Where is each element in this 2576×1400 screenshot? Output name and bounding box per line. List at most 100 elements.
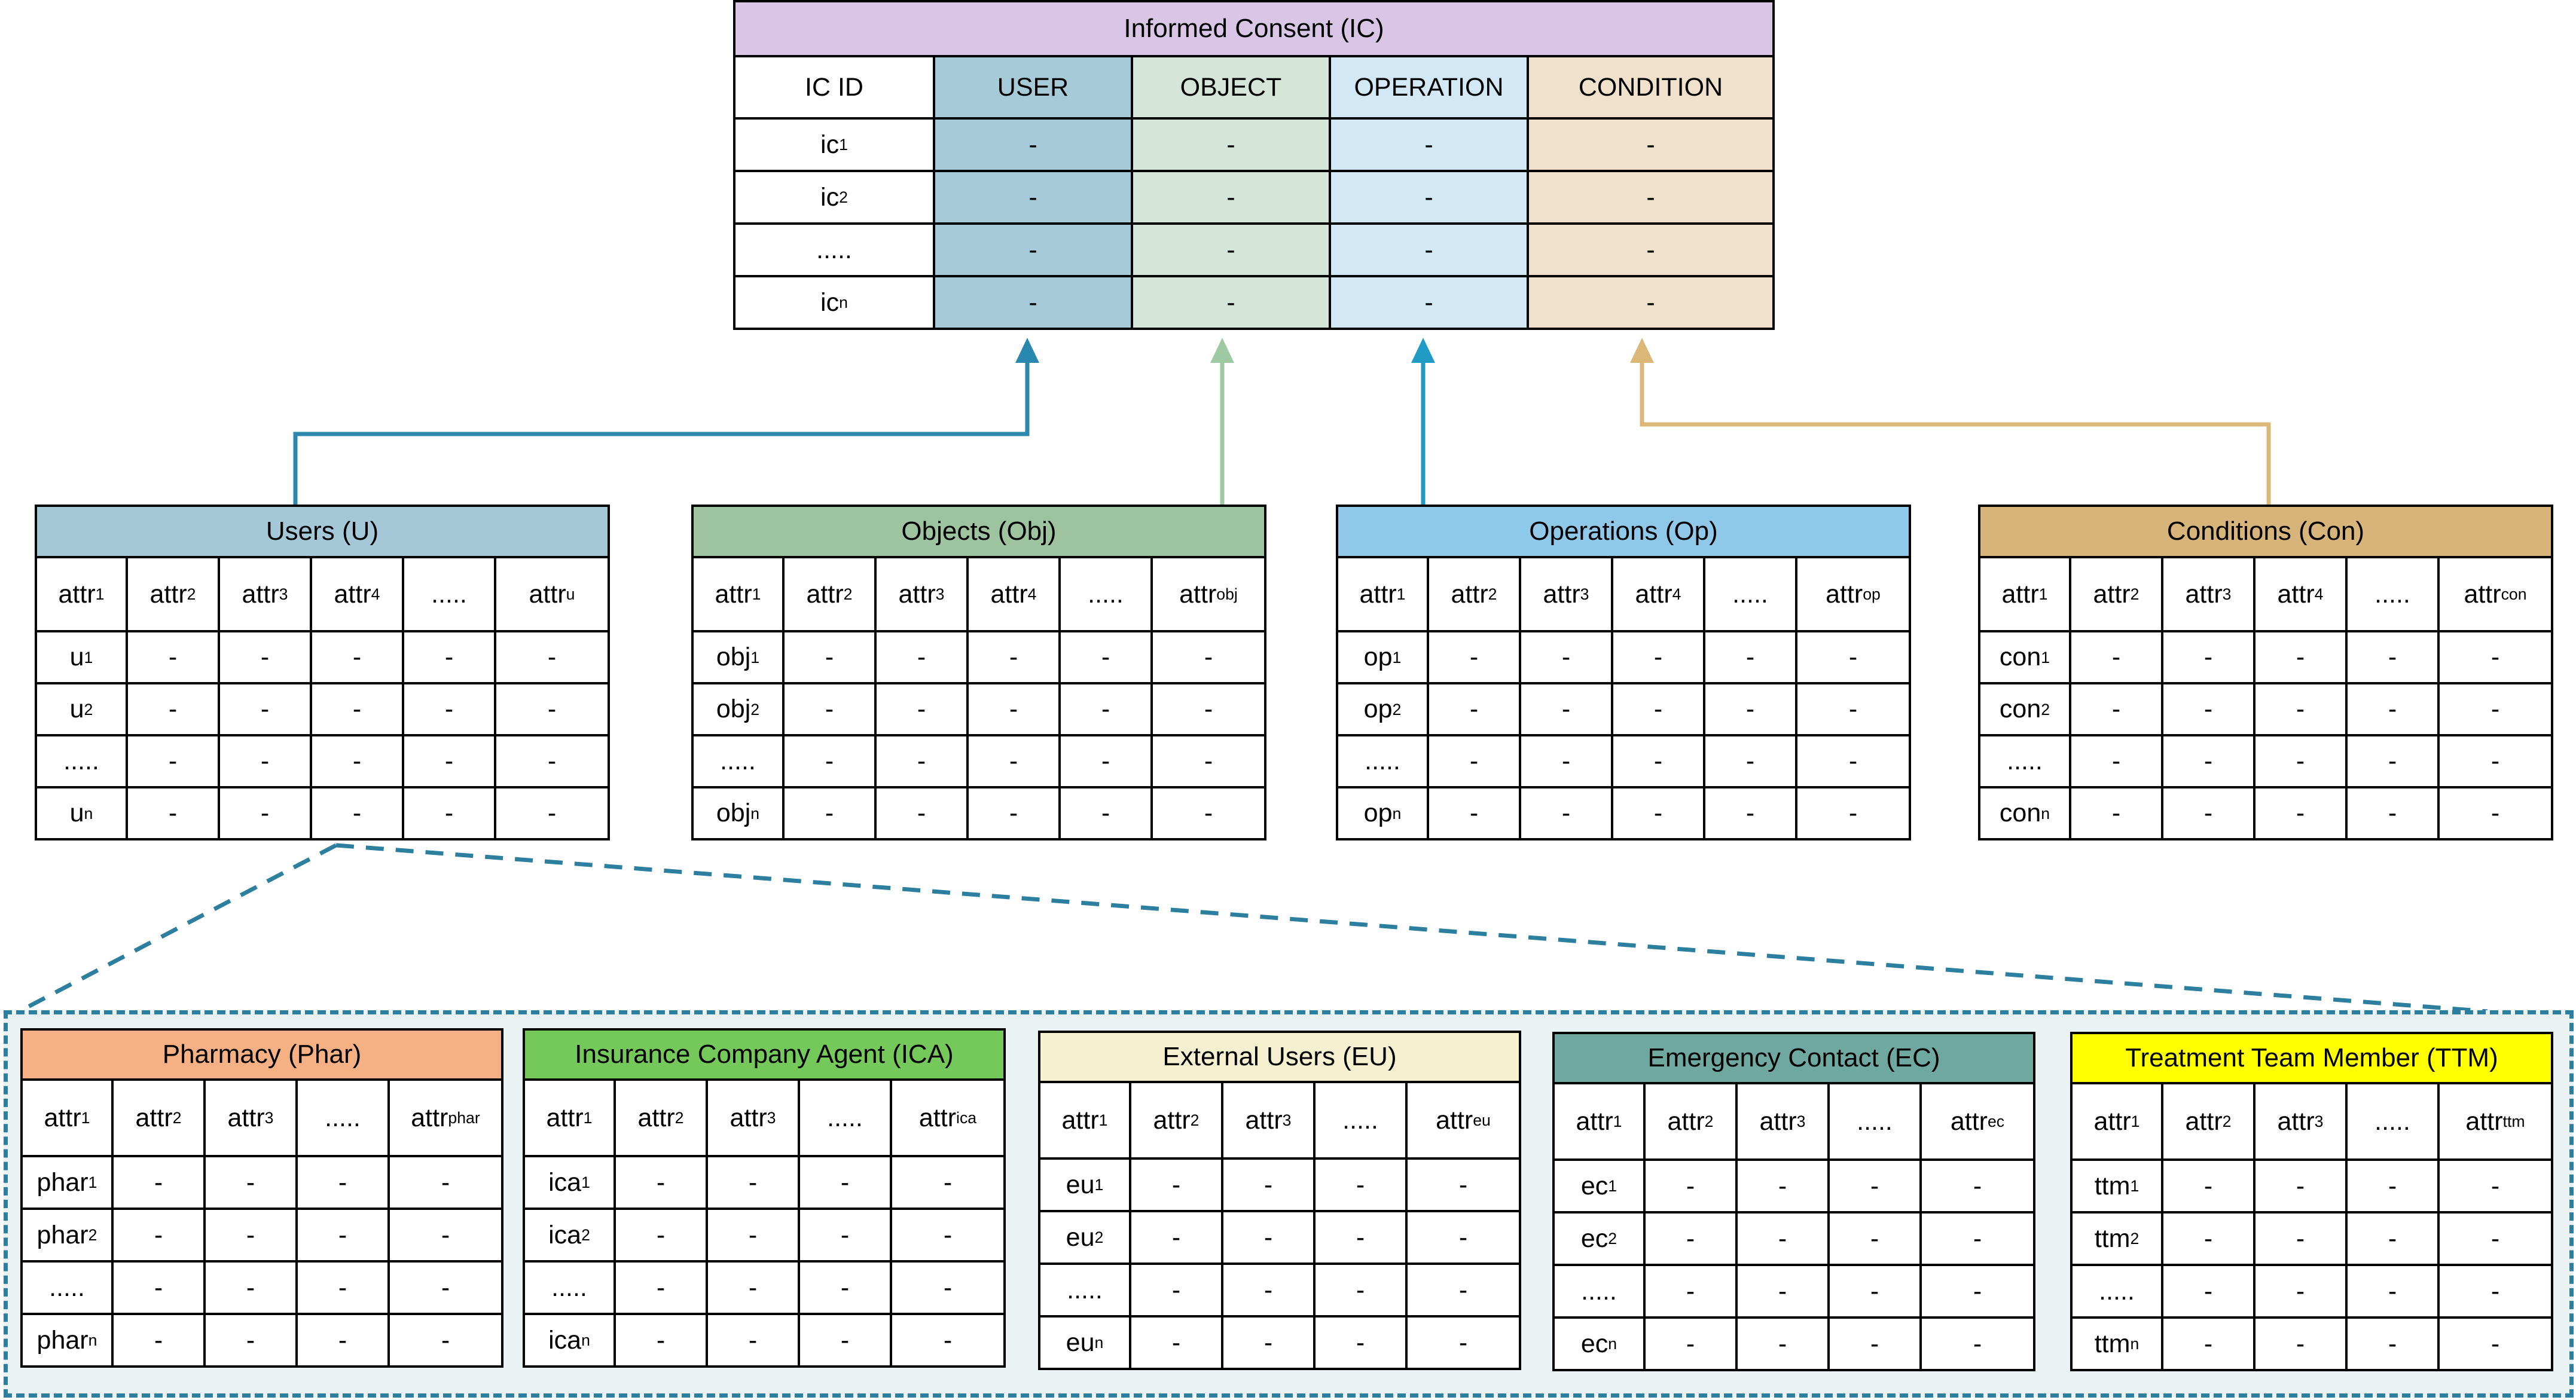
zoom-line-left bbox=[18, 843, 337, 1014]
cell-text: u bbox=[69, 695, 84, 723]
cell-text: attr bbox=[1950, 1106, 1988, 1136]
cell-text: attr bbox=[2464, 579, 2501, 609]
value-cell: - bbox=[1830, 1319, 1922, 1371]
cell-text: attr bbox=[990, 579, 1028, 609]
cell-text: attr bbox=[1635, 579, 1672, 609]
value-cell: - bbox=[1429, 736, 1521, 788]
ttm-table-title: Treatment Team Member (TTM) bbox=[2073, 1034, 2553, 1084]
value-cell: - bbox=[404, 632, 496, 684]
value-cell: - bbox=[1613, 788, 1705, 840]
cell-text: attr bbox=[1436, 1105, 1473, 1135]
cell-text: ..... bbox=[325, 1103, 361, 1132]
value-cell: - bbox=[1061, 684, 1153, 736]
value-cell: - bbox=[2348, 1161, 2440, 1213]
ic-value-cell: - bbox=[1529, 277, 1775, 330]
value-cell: - bbox=[404, 736, 496, 788]
value-cell: - bbox=[114, 1315, 206, 1368]
value-cell: - bbox=[496, 632, 610, 684]
value-cell: - bbox=[1408, 1160, 1521, 1212]
value-cell: - bbox=[1408, 1318, 1521, 1370]
cell-text: ic bbox=[820, 288, 840, 317]
cell-text: ..... bbox=[1342, 1105, 1378, 1135]
cell-text: attr bbox=[149, 579, 187, 609]
value-cell: - bbox=[708, 1315, 800, 1368]
objects-table-title: Objects (Obj) bbox=[694, 507, 1266, 558]
cell-text: attr bbox=[135, 1103, 173, 1132]
users-table-title: Users (U) bbox=[37, 507, 610, 558]
user-arrowhead bbox=[1015, 338, 1039, 363]
user-column-header: USER bbox=[935, 57, 1133, 120]
operation-arrowhead bbox=[1411, 338, 1435, 363]
value-cell: - bbox=[2348, 684, 2440, 736]
value-cell: - bbox=[1646, 1213, 1738, 1266]
cell-text: con bbox=[1999, 799, 2041, 827]
value-cell: - bbox=[220, 736, 312, 788]
value-cell: - bbox=[1131, 1160, 1223, 1212]
attribute-header: ..... bbox=[404, 558, 496, 632]
value-cell: - bbox=[1830, 1161, 1922, 1213]
value-cell: - bbox=[1153, 788, 1266, 840]
value-cell: - bbox=[1408, 1212, 1521, 1265]
ic-value-cell: - bbox=[1331, 120, 1529, 172]
ic-value-cell: - bbox=[1133, 172, 1331, 225]
value-cell: - bbox=[616, 1315, 708, 1368]
value-cell: - bbox=[404, 788, 496, 840]
cell-text: ..... bbox=[816, 235, 852, 264]
value-cell: - bbox=[2440, 1266, 2553, 1319]
cell-text: obj bbox=[716, 695, 751, 723]
value-cell: - bbox=[1705, 684, 1797, 736]
value-cell: - bbox=[390, 1157, 503, 1210]
cell-text: attr bbox=[44, 1103, 81, 1132]
value-cell: - bbox=[2440, 1319, 2553, 1371]
value-cell: - bbox=[800, 1210, 892, 1263]
attribute-header: ..... bbox=[1316, 1083, 1408, 1160]
cell-text: ..... bbox=[2007, 747, 2043, 775]
value-cell: - bbox=[2163, 1319, 2255, 1371]
cell-text: attr bbox=[2185, 579, 2223, 609]
attribute-header: ..... bbox=[1061, 558, 1153, 632]
ic-value-cell: - bbox=[1133, 120, 1331, 172]
cell-text: eu bbox=[1066, 1170, 1095, 1199]
ic-value-cell: - bbox=[1331, 225, 1529, 277]
value-cell: - bbox=[708, 1210, 800, 1263]
cell-text: eu bbox=[1066, 1222, 1095, 1252]
value-cell: - bbox=[1316, 1212, 1408, 1265]
cell-text: ica bbox=[548, 1325, 582, 1355]
value-cell: - bbox=[2255, 632, 2348, 684]
value-cell: - bbox=[877, 684, 969, 736]
cell-text: op bbox=[1363, 799, 1393, 827]
operation-column-header: OPERATION bbox=[1331, 57, 1529, 120]
value-cell: - bbox=[2440, 1213, 2553, 1266]
value-cell: - bbox=[708, 1157, 800, 1210]
value-cell: - bbox=[2255, 1213, 2348, 1266]
ic-value-cell: - bbox=[1331, 277, 1529, 330]
value-cell: - bbox=[1797, 736, 1911, 788]
cell-text: ..... bbox=[63, 747, 99, 775]
ic-value-cell: - bbox=[1133, 225, 1331, 277]
value-cell: - bbox=[1521, 684, 1613, 736]
users-to-user-link bbox=[293, 362, 1030, 507]
ic-value-cell: - bbox=[1529, 120, 1775, 172]
value-cell: - bbox=[1613, 736, 1705, 788]
